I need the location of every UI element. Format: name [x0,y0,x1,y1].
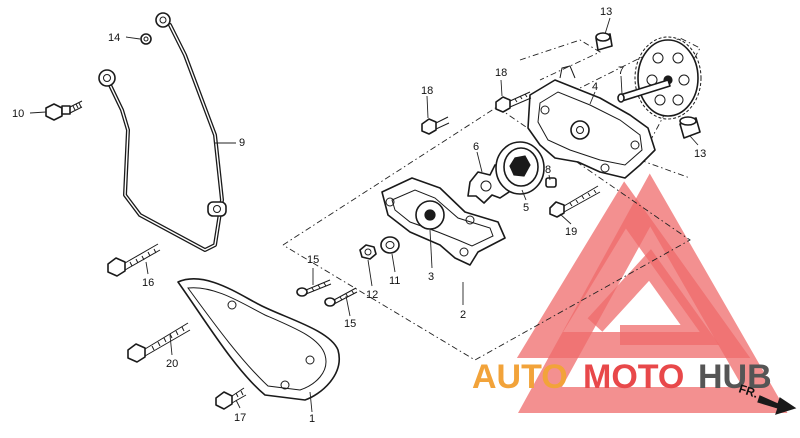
watermark-text: AUTO MOTO HUB [472,358,772,396]
callout-12: 12 [366,289,378,301]
driven-gear [634,36,702,120]
pipe-banjo-lower [207,201,227,217]
callout-13-right: 13 [694,148,706,160]
watermark-auto: AUTO [472,358,568,396]
callout-14: 14 [108,32,120,44]
dowel-pin-8 [545,177,557,188]
collar-13-top [595,32,613,51]
callout-15-lower: 15 [344,318,356,330]
leader-lines [29,17,699,413]
pump-cover-4 [527,65,656,179]
bolt-17 [215,387,247,410]
screw-15-upper [296,279,332,297]
bolt-16 [107,243,161,277]
watermark-logo [516,173,788,413]
screw-15-lower [324,287,358,307]
callout-1: 1 [309,413,315,425]
washer-14 [140,33,152,45]
callout-3: 3 [428,271,434,283]
front-arrow-icon [757,395,797,415]
pump-assembly-outline [282,106,691,361]
callout-13-top: 13 [600,6,612,18]
washer-11 [380,236,400,254]
oil-pipe [108,23,224,252]
callout-4: 4 [592,81,598,93]
callout-2: 2 [460,309,466,321]
bolt-18-left [421,116,450,135]
callout-17: 17 [234,412,246,424]
upper-outline-a [519,39,601,81]
callout-10: 10 [12,108,24,120]
pipe-banjo-left [98,69,116,87]
pump-body-3 [381,177,506,266]
callout-11: 11 [389,275,400,287]
cover-plate-1 [177,278,341,401]
bolt-19 [549,185,601,218]
callout-6: 6 [473,141,479,153]
oil-pipe-assembly [45,12,227,252]
watermark-triangle-outer [518,173,788,413]
bolt-10 [45,100,83,121]
watermark-hub: HUB [698,358,772,396]
bolt-20 [127,322,191,363]
bolt-18-right [495,91,532,113]
callout-labels: 1 2 3 4 5 6 7 8 9 10 11 12 13 13 14 15 1… [12,6,706,425]
callout-18-right: 18 [495,67,507,79]
watermark-inner-mark [587,249,720,345]
upper-outline-b [559,37,701,179]
nut-12 [359,244,377,260]
callout-8: 8 [545,164,551,176]
collar-13-right [679,116,701,139]
callout-15-upper: 15 [307,254,319,266]
callout-7: 7 [618,65,624,77]
callout-18-left: 18 [421,85,433,97]
outer-rotor-5 [495,141,545,195]
front-direction-indicator: FR. [737,382,797,415]
front-label: FR. [737,382,760,401]
callout-20: 20 [166,358,178,370]
shaft-7 [617,79,671,103]
pipe-banjo-top [155,12,171,28]
callout-5: 5 [523,202,529,214]
callout-19: 19 [565,226,577,238]
callout-9: 9 [239,137,245,149]
callout-16: 16 [142,277,154,289]
watermark-moto: MOTO [583,358,684,396]
